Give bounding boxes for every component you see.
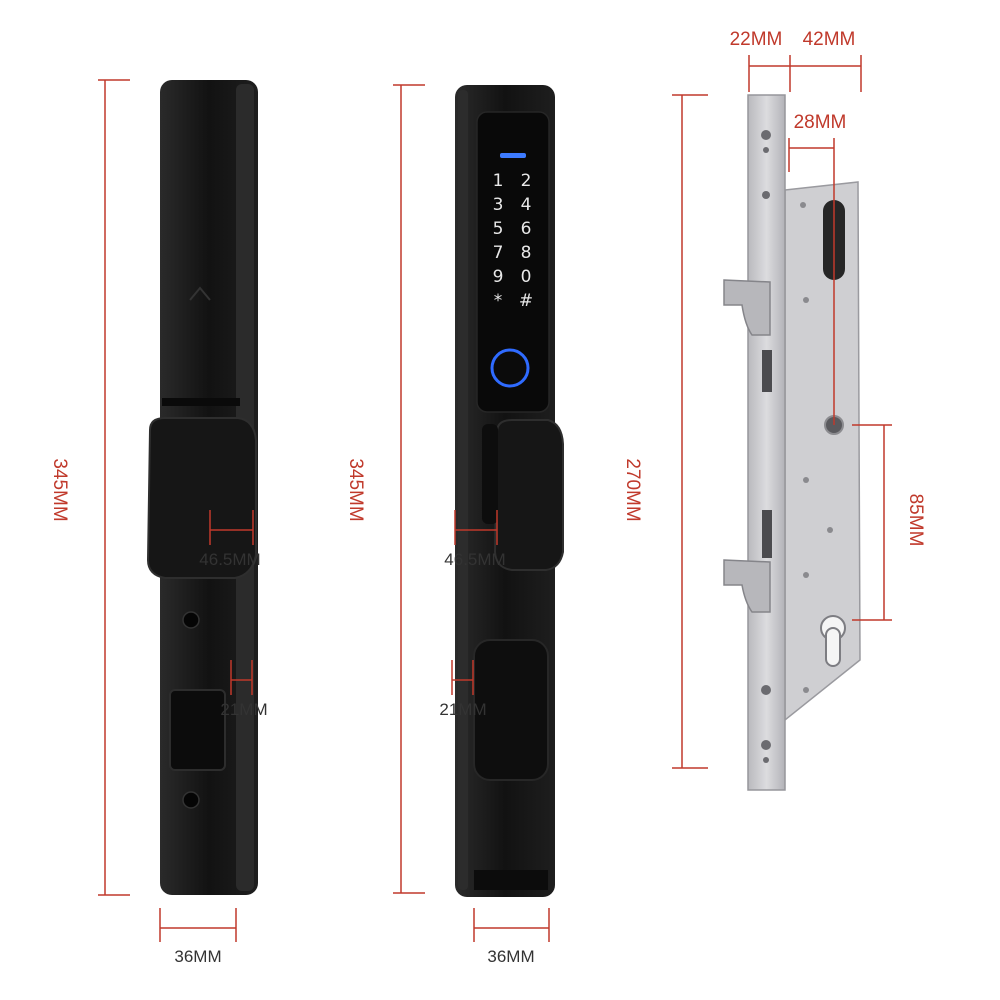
mortise-center-dimension: 85MM: [852, 424, 926, 621]
front-handle-dimension: 46.5MM: [199, 510, 261, 569]
keypad-width-dimension: 36MM: [473, 908, 550, 966]
mortise-center-label: 85MM: [905, 494, 926, 547]
front-view: 345MM 46.5MM 21MM 36MM: [49, 79, 268, 966]
keypad-key-0: 1: [493, 171, 504, 191]
keypad-gap-label: 21MM: [439, 700, 486, 719]
front-gap-label: 21MM: [220, 700, 267, 719]
front-width-label: 36MM: [174, 947, 221, 966]
keypad-key-6: 7: [493, 243, 504, 263]
keypad-gap-dimension: 21MM: [439, 660, 487, 719]
front-height-label: 345MM: [49, 458, 70, 521]
mortise-backset-label: 28MM: [794, 112, 847, 133]
keypad-key-3: 4: [521, 195, 532, 215]
front-width-dimension: 36MM: [159, 908, 237, 966]
smart-lock-front-icon: [146, 80, 258, 895]
mortise-faceplate-label: 22MM: [730, 29, 783, 50]
keypad-width-label: 36MM: [487, 947, 534, 966]
keypad-key-9: 0: [521, 267, 532, 287]
mortise-view: 22MM 42MM 28MM 270MM 85MM: [622, 29, 926, 791]
mortise-height-label: 270MM: [622, 458, 643, 521]
keypad-key-10: *: [494, 291, 503, 311]
keypad-height-dimension: 345MM: [345, 84, 425, 894]
mortise-height-dimension: 270MM: [622, 94, 708, 769]
mortise-lock-body-icon: [723, 94, 861, 791]
keypad-key-5: 6: [521, 219, 532, 239]
mortise-case-label: 42MM: [803, 29, 856, 50]
keypad-handle-dimension: 46.5MM: [444, 510, 506, 569]
keypad-handle-label: 46.5MM: [444, 550, 505, 569]
keypad-key-1: 2: [521, 171, 532, 191]
front-handle-label: 46.5MM: [199, 550, 260, 569]
keypad-key-4: 5: [493, 219, 504, 239]
fingerprint-sensor-icon: [490, 348, 530, 388]
keypad-key-8: 9: [493, 267, 504, 287]
status-led-icon: [500, 153, 526, 158]
front-gap-dimension: 21MM: [220, 660, 268, 719]
front-height-dimension: 345MM: [49, 79, 130, 896]
keypad-key-11: #: [519, 291, 533, 311]
keypad-key-7: 8: [521, 243, 532, 263]
keypad-key-2: 3: [493, 195, 504, 215]
keypad-height-label: 345MM: [345, 458, 366, 521]
mortise-top-dimension: 22MM 42MM: [730, 29, 862, 92]
mortise-backset-dimension: 28MM: [788, 112, 847, 425]
